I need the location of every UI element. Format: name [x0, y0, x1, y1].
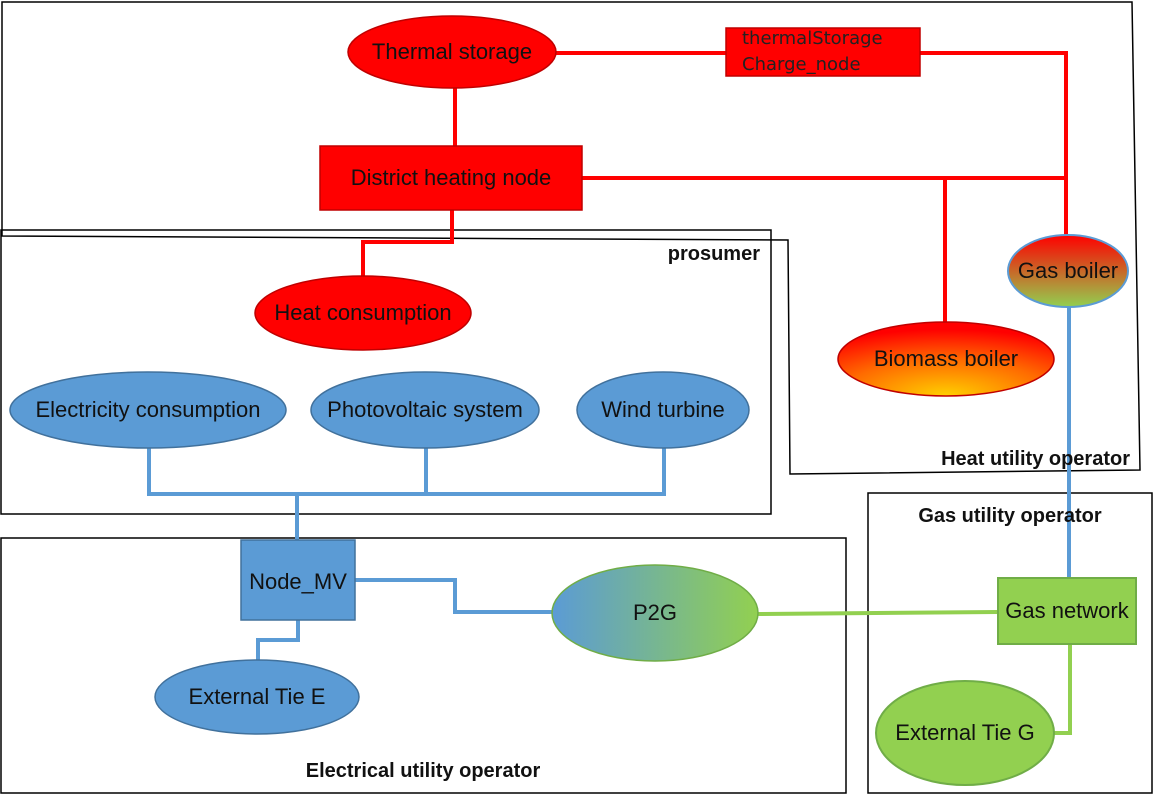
elec-link-node-tie — [256, 620, 300, 660]
external-tie-g-node[interactable] — [875, 680, 1055, 786]
wind-turbine-node[interactable] — [576, 371, 750, 449]
heat-link-charge-gasboiler — [920, 51, 1068, 236]
electrical-utility-region — [0, 537, 847, 794]
p2g-node[interactable] — [551, 564, 759, 662]
gas-boiler-label: Gas boiler — [1017, 258, 1119, 283]
biomass-boiler-label: Biomass boiler — [873, 346, 1019, 371]
electricity-consumption-label: Electricity consumption — [35, 397, 261, 422]
gas-link-network-tie — [1054, 644, 1072, 735]
heat-link-district-heatconsumption — [361, 210, 454, 276]
gas-network-label: Gas network — [1005, 598, 1129, 623]
photovoltaic-system-label: Photovoltaic system — [327, 397, 523, 422]
heat-consumption-node[interactable] — [254, 275, 472, 351]
gas-connections — [757, 610, 1072, 735]
thermal-storage-charge-label: thermalStorage Charge_node — [742, 28, 912, 76]
heat-utility-region — [1, 1, 1141, 475]
node-mv[interactable] — [240, 539, 356, 621]
gas-utility-region — [867, 492, 1153, 794]
elec-link-node-p2g — [355, 578, 552, 614]
photovoltaic-system-node[interactable] — [310, 371, 540, 449]
prosumer-region — [0, 229, 772, 515]
heat-connections — [361, 51, 1068, 326]
thermal-storage-charge-node[interactable] — [725, 27, 921, 77]
district-heating-node-label: District heating node — [350, 165, 552, 190]
elec-link-wind — [297, 448, 666, 496]
gas-network-node[interactable] — [997, 577, 1137, 645]
thermal-storage-charge-label-line2: Charge_node — [742, 54, 861, 75]
thermal-storage-charge-label-line1: thermalStorage — [742, 28, 883, 49]
node-mv-label: Node_MV — [249, 569, 347, 594]
prosumer-region-label: prosumer — [667, 242, 760, 265]
electric-connections — [147, 307, 1071, 660]
district-heating-node[interactable] — [319, 145, 583, 211]
external-tie-g-label: External Tie G — [895, 720, 1035, 745]
gas-link-p2g-network — [757, 610, 999, 616]
gas-utility-region-label: Gas utility operator — [918, 504, 1102, 527]
electrical-utility-region-label: Electrical utility operator — [305, 759, 541, 782]
thermal-storage-node[interactable] — [347, 15, 557, 89]
elec-link-consumption — [147, 448, 297, 496]
biomass-boiler-node[interactable] — [837, 321, 1055, 397]
external-tie-e-node[interactable] — [154, 659, 360, 735]
external-tie-e-label: External Tie E — [188, 684, 326, 709]
heat-consumption-label: Heat consumption — [274, 300, 452, 325]
gas-boiler-node[interactable] — [1007, 234, 1129, 308]
wind-turbine-label: Wind turbine — [601, 397, 725, 422]
thermal-storage-label: Thermal storage — [371, 39, 533, 64]
p2g-label: P2G — [632, 600, 678, 625]
heat-utility-region-label: Heat utility operator — [941, 447, 1130, 470]
electricity-consumption-node[interactable] — [9, 371, 287, 449]
